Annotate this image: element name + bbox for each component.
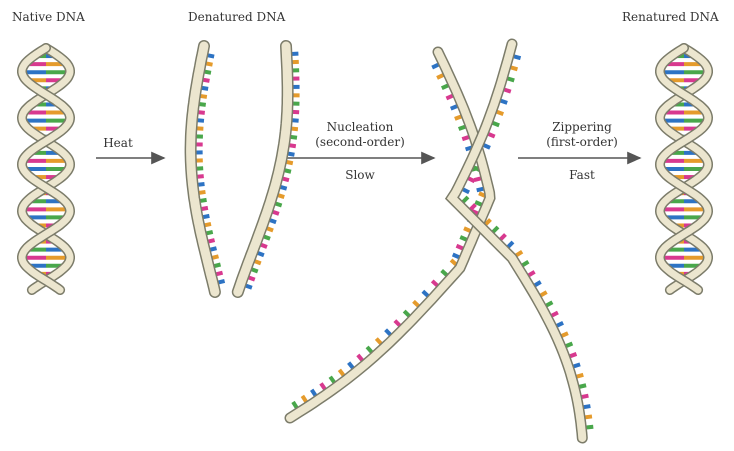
denatured-strand-left <box>191 46 225 292</box>
denatured-strand-right <box>238 46 300 292</box>
nucleation-intermediate <box>290 44 593 438</box>
renatured-dna-helix <box>660 48 708 290</box>
native-dna-helix <box>22 48 70 290</box>
